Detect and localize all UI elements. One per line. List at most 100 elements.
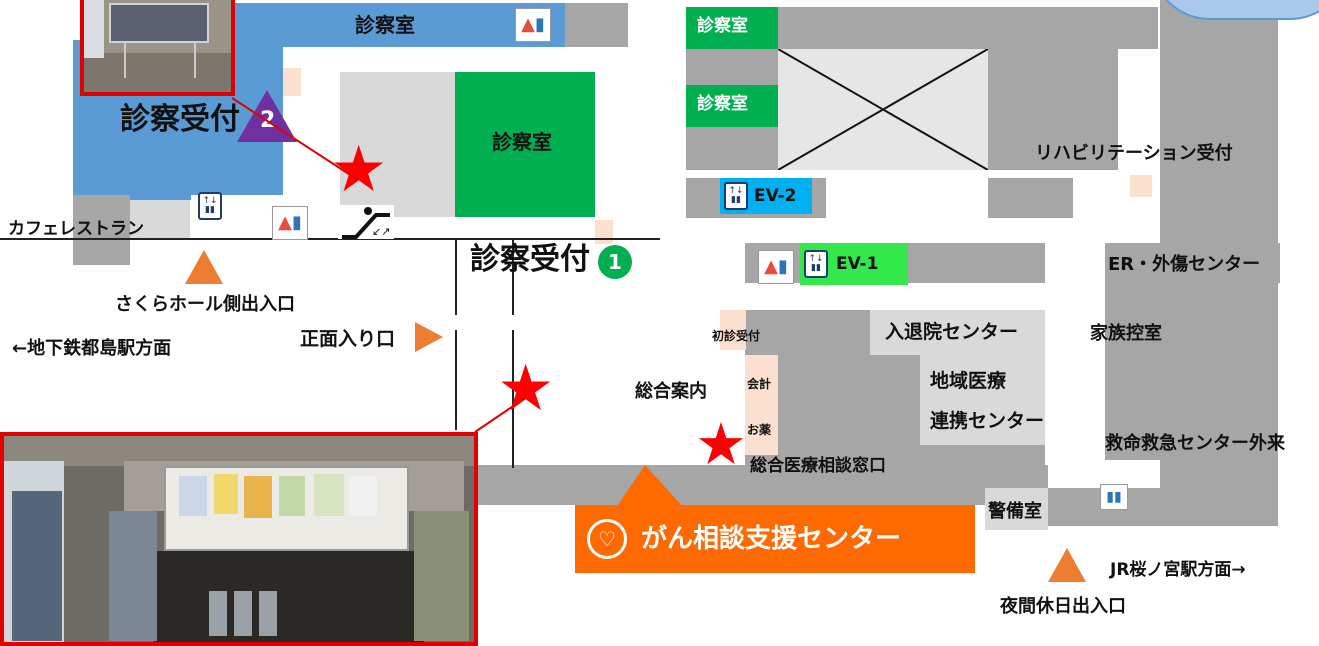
restroom-icon: ▲▮ [758,250,794,284]
reception-2-label: 診察受付 [120,102,240,137]
emergency-outpatient-label: 救命救急センター外来 [1105,433,1285,454]
regional-room [920,355,1045,445]
restroom-icon: ▮▮ [1100,484,1128,510]
photo-rack-left [12,491,62,641]
reception-1-label: 診察受付 [470,242,590,277]
svg-text:↙↗: ↙↗ [372,225,390,238]
photo-rack-leg [194,43,196,78]
photo-poster [279,476,305,516]
photo-rack [109,3,209,43]
rehab-label: リハビリテーション受付 [1035,143,1233,164]
photo-poster [244,476,272,518]
photo-poster [179,476,207,516]
cancer-center-photo [0,432,478,646]
escalator-icon: ↙↗ [338,205,394,239]
admission-label: 入退院センター [885,321,1019,343]
gray-block-r4 [988,49,1118,170]
general-info-label: 総合案内 [635,381,707,402]
photo-poster [214,474,238,514]
jr-label: JR桜ノ宮駅方面→ [1110,560,1246,580]
corridor-line-v3 [512,330,514,468]
guard-room [985,488,1048,530]
sakura-exit-label: さくらホール側出入口 [115,294,295,315]
star-marker-icon: ★ [330,133,388,207]
cancer-center-callout-tail [615,465,685,509]
cancer-center-banner: ♡ がん相談支援センター [575,505,975,573]
photo-poster [314,474,344,516]
green-room-big [455,72,595,217]
green-room-1 [686,7,778,49]
crossed-area-x [778,49,988,170]
photo-counter [154,551,424,642]
gray-block-left [73,195,130,265]
elevator-icon: ↑↓▮▮ [804,250,828,278]
elevator-icon: ↑↓▮▮ [198,192,222,220]
corridor-line-v2 [512,240,514,315]
photo-rack-leg [124,43,126,78]
subway-label: ←地下鉄都島駅方面 [12,338,172,359]
main-entrance-triangle-icon [415,322,443,352]
gray-block-r1 [778,7,1158,49]
photo-bin [209,591,227,636]
photo-poster [349,476,377,516]
room-label-shinsatsu-big: 診察室 [492,130,552,154]
reception-1-badge: 1 [598,245,632,279]
peach-marker-1 [283,68,301,96]
elevator-icon: ↑↓▮▮ [724,182,748,210]
counter-strip [745,355,778,455]
room-label-shinsatsu-green1: 診察室 [697,16,748,36]
gray-block-r5 [1160,0,1278,460]
ev-1-box: ↑↓▮▮ EV-1 [800,243,908,285]
family-label: 家族控室 [1090,323,1162,344]
cafe-label: カフェレストラン [8,219,144,239]
photo-floor [84,53,231,92]
night-exit-label: 夜間休日出入口 [1000,596,1126,617]
cancer-center-label: がん相談支援センター [641,524,902,554]
room-label-shinsatsu-top: 診察室 [355,13,415,37]
lgray-block-cafe [130,200,190,240]
blue-corridor-top [230,3,628,47]
night-exit-triangle-icon [1048,548,1086,582]
restroom-icon: ▲▮ [515,8,551,42]
restroom-icon: ▲▮ [272,206,308,240]
gray-block-er [1105,243,1280,283]
consult-window-label: 総合医療相談窓口 [750,456,886,476]
corridor-line-v4 [455,330,457,430]
sakura-exit-triangle-icon [185,250,223,284]
corridor-line-1 [0,238,660,240]
ev-2-box: ↑↓▮▮ EV-2 [720,178,812,214]
medicine-label: お薬 [747,423,772,437]
corridor-line-v1 [455,240,457,315]
peach-marker-3 [1130,175,1152,197]
regional-label-2: 連携センター [930,410,1045,432]
gray-bottom-band [478,465,1048,505]
er-label: ER・外傷センター [1108,254,1261,275]
photo-rack-right [414,511,469,641]
regional-label-1: 地域医療 [930,370,1007,392]
main-entrance-label: 正面入り口 [300,328,396,350]
photo-bin [259,591,277,636]
gray-block-r2 [686,49,778,85]
first-visit-label: 初診受付 [712,329,761,343]
green-room-2 [686,85,778,127]
lgray-block-center [340,72,455,217]
gray-bottom-right2 [1160,460,1278,526]
gray-block-r3 [686,127,778,170]
photo-window [84,0,104,58]
cashier-label: 会計 [747,377,772,391]
photo-rack-mid [109,511,157,641]
room-label-shinsatsu-green2: 診察室 [697,94,748,114]
guard-label: 警備室 [988,501,1042,522]
gray-block-top-mid [565,3,628,47]
blue-zone-lower [73,150,191,200]
star-marker-icon: ★ [695,410,747,478]
reception-photo [80,0,235,96]
first-visit-marker [720,310,746,350]
photo-bin [234,591,252,636]
cancer-center-heart-logo-icon: ♡ [587,519,627,559]
ev-1-label: EV-1 [836,253,879,274]
gray-block-r6 [988,178,1073,218]
ev-2-label: EV-2 [754,185,797,206]
gray-block-family [1105,283,1160,460]
